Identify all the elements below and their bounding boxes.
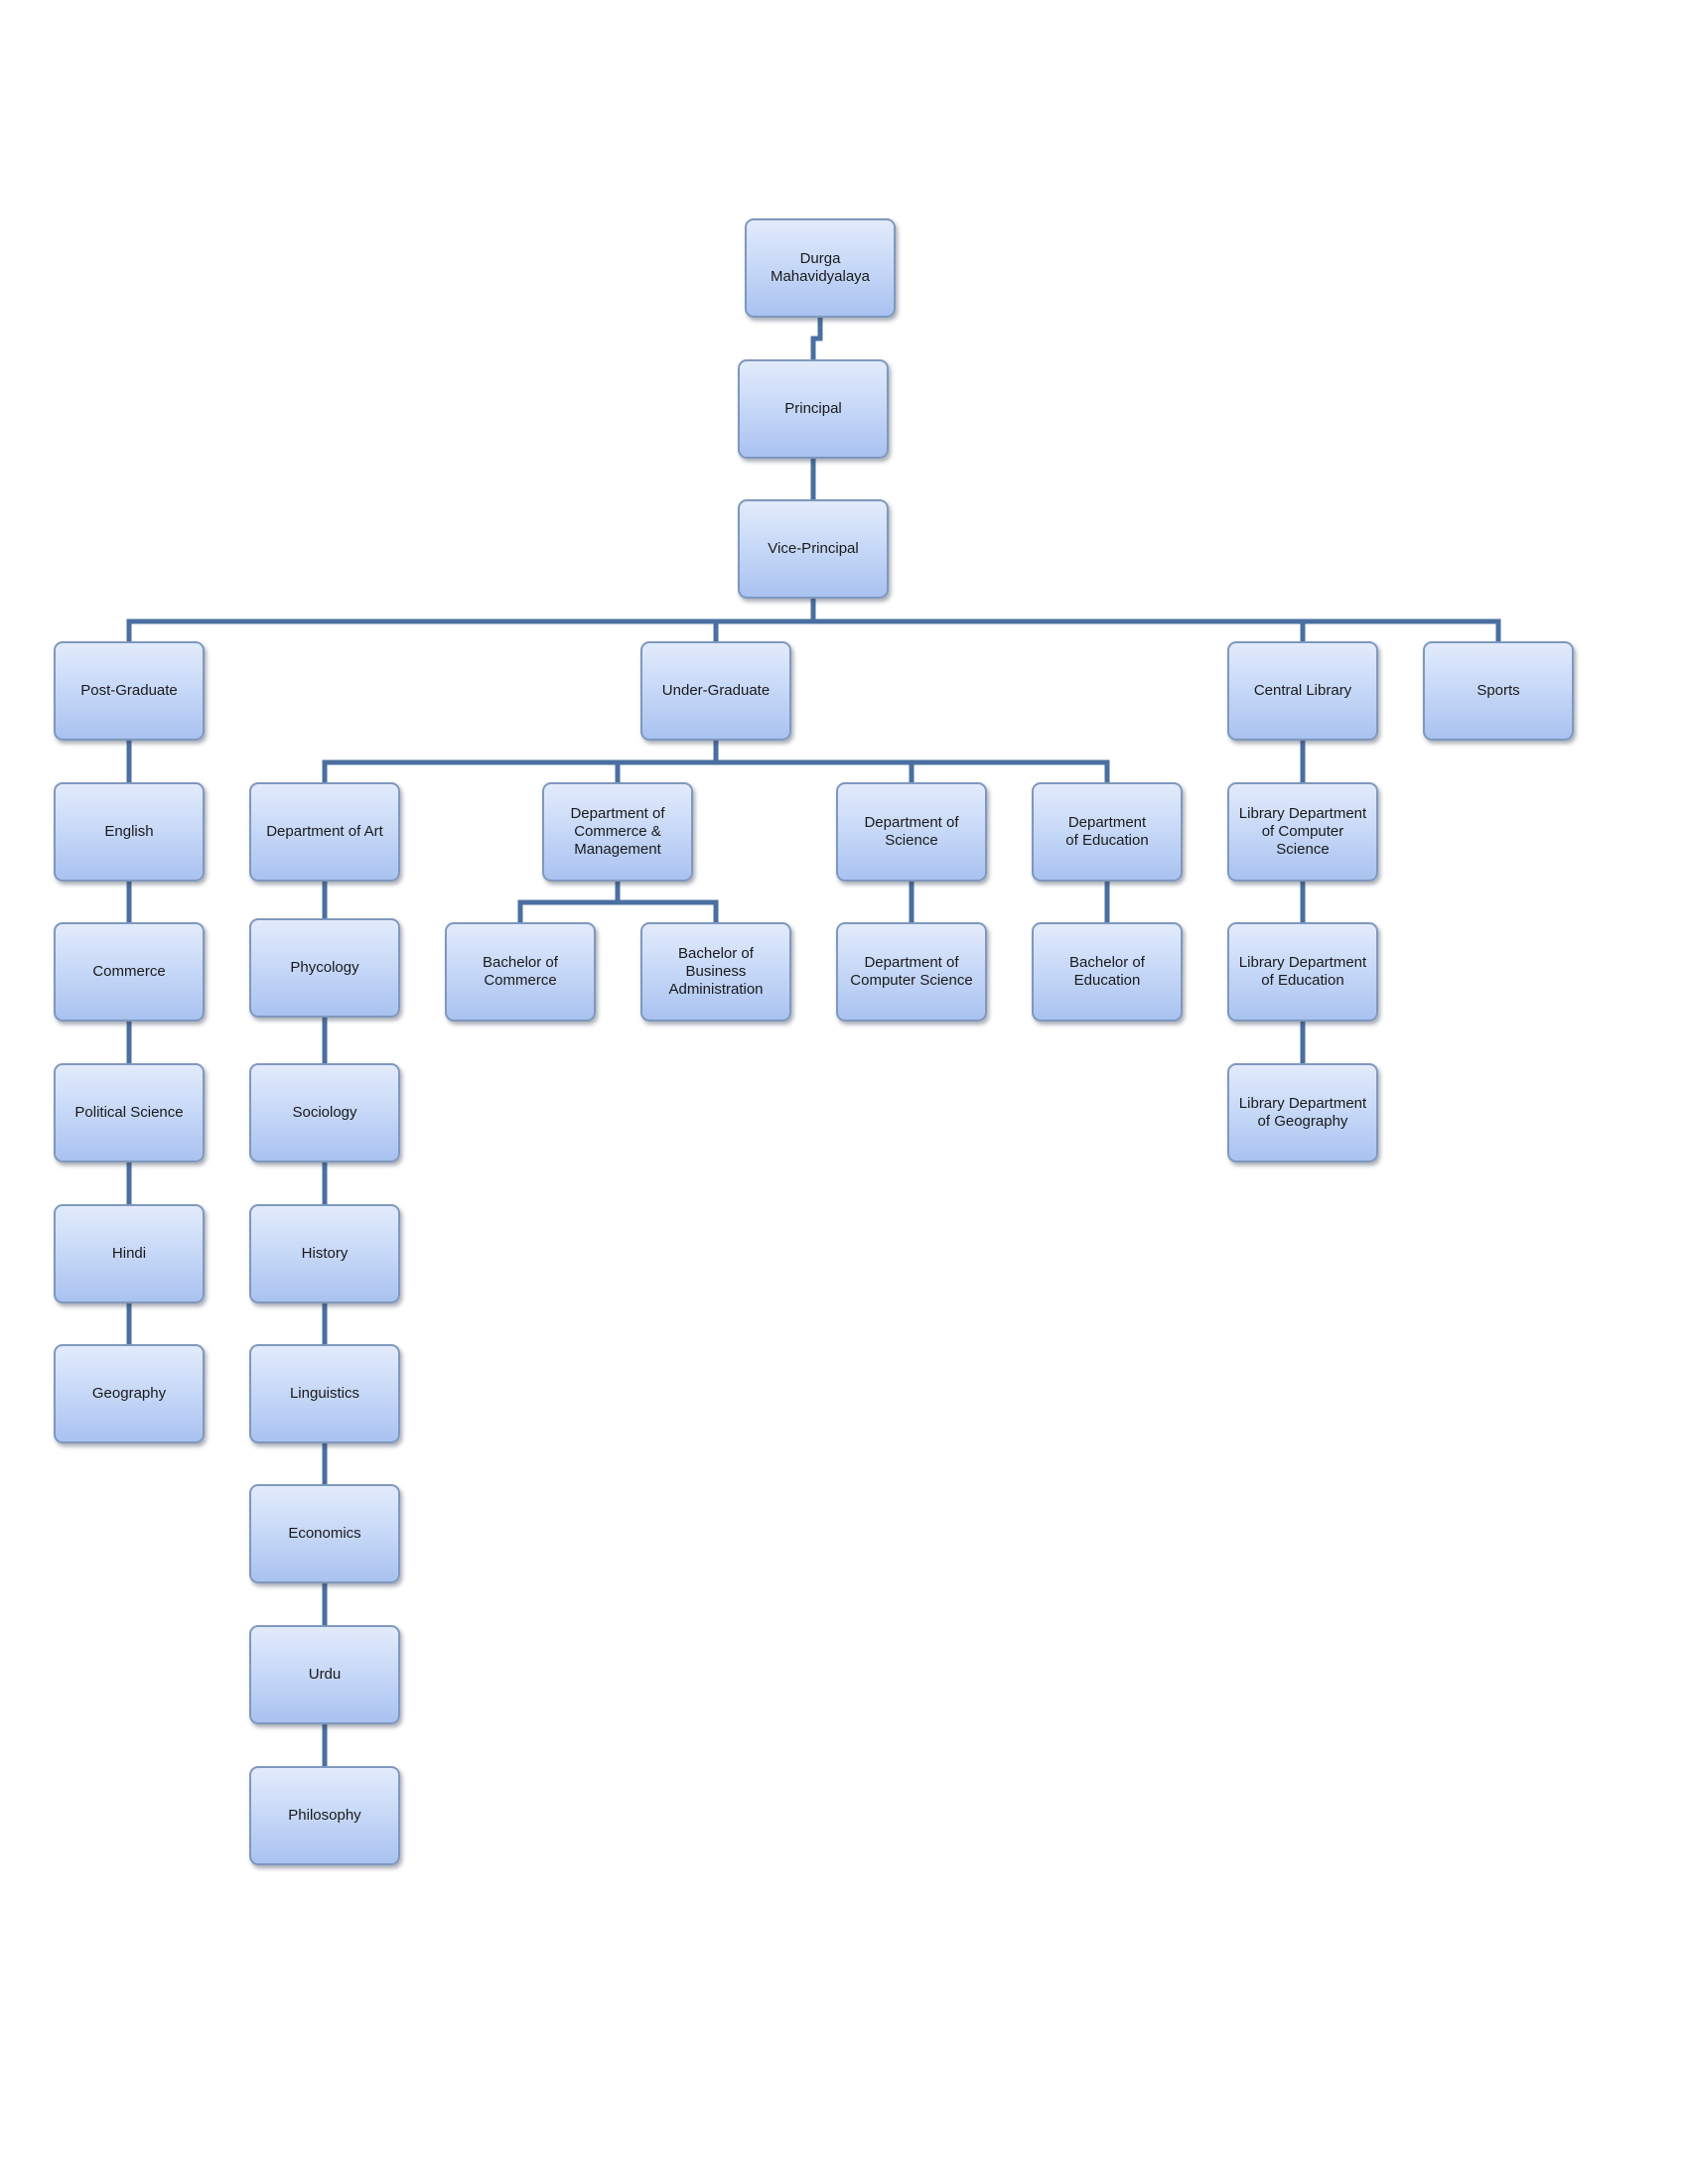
node-art-economics: Economics (249, 1484, 400, 1583)
node-art-sociology: Sociology (249, 1063, 400, 1162)
node-label: Library Department of Education (1238, 954, 1367, 989)
node-pg-commerce: Commerce (54, 922, 205, 1022)
node-pg-english: English (54, 782, 205, 882)
node-label: Phycology (290, 959, 359, 976)
node-label: Library Department of Geography (1238, 1095, 1367, 1130)
node-principal: Principal (738, 359, 889, 459)
node-label: Durga Mahavidyalaya (770, 250, 871, 285)
node-sports: Sports (1423, 641, 1574, 741)
node-label: Under-Graduate (661, 682, 771, 699)
node-vice-principal: Vice-Principal (738, 499, 889, 599)
node-label: Political Science (74, 1104, 184, 1121)
node-art-linguistics: Linguistics (249, 1344, 400, 1443)
node-label: Commerce (92, 963, 166, 980)
node-label: Department of Computer Science (850, 954, 973, 989)
node-label: Vice-Principal (768, 540, 859, 557)
node-dept-education: Department of Education (1032, 782, 1183, 882)
node-art-philosophy: Philosophy (249, 1766, 400, 1865)
node-lib-geography: Library Department of Geography (1227, 1063, 1378, 1162)
node-label: Urdu (308, 1666, 342, 1683)
node-lib-computer-science: Library Department of Computer Science (1227, 782, 1378, 882)
node-label: Library Department of Computer Science (1238, 805, 1367, 858)
node-label: Department of Science (864, 814, 959, 849)
node-label: Post-Graduate (80, 682, 178, 699)
node-label: Central Library (1253, 682, 1352, 699)
node-label: Bachelor of Education (1069, 954, 1145, 989)
node-label: Geography (91, 1385, 167, 1402)
node-label: Sports (1477, 682, 1520, 699)
node-dept-science: Department of Science (836, 782, 987, 882)
node-lib-education: Library Department of Education (1227, 922, 1378, 1022)
node-central-library: Central Library (1227, 641, 1378, 741)
node-label: Linguistics (289, 1385, 360, 1402)
node-bachelor-business: Bachelor of Business Administration (640, 922, 791, 1022)
node-label: English (104, 823, 154, 840)
node-dept-commerce: Department of Commerce & Management (542, 782, 693, 882)
node-label: Philosophy (288, 1807, 361, 1824)
node-label: Economics (288, 1525, 361, 1542)
node-pg-geography: Geography (54, 1344, 205, 1443)
node-label: History (301, 1245, 349, 1262)
node-label: Department of Commerce & Management (570, 805, 665, 858)
node-bachelor-education: Bachelor of Education (1032, 922, 1183, 1022)
node-post-graduate: Post-Graduate (54, 641, 205, 741)
node-art-history: History (249, 1204, 400, 1303)
node-label: Hindi (111, 1245, 147, 1262)
node-label: Bachelor of Commerce (483, 954, 558, 989)
node-dept-computer-science: Department of Computer Science (836, 922, 987, 1022)
node-art-urdu: Urdu (249, 1625, 400, 1724)
node-pg-hindi: Hindi (54, 1204, 205, 1303)
node-root: Durga Mahavidyalaya (745, 218, 896, 318)
node-pg-political-science: Political Science (54, 1063, 205, 1162)
node-art-phycology: Phycology (249, 918, 400, 1018)
node-label: Department of Art (266, 823, 383, 840)
node-label: Principal (784, 400, 842, 417)
node-label: Bachelor of Business Administration (668, 945, 764, 998)
node-label: Sociology (292, 1104, 357, 1121)
node-dept-art: Department of Art (249, 782, 400, 882)
node-bachelor-commerce: Bachelor of Commerce (445, 922, 596, 1022)
node-under-graduate: Under-Graduate (640, 641, 791, 741)
node-label: Department of Education (1065, 814, 1149, 849)
